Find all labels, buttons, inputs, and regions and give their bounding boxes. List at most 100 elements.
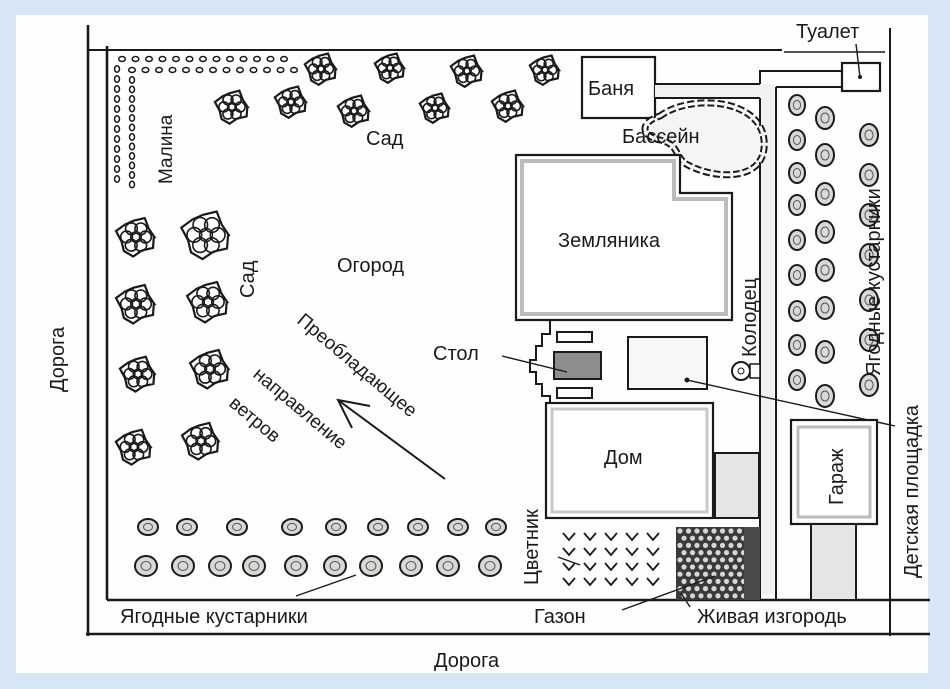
toilet-label: Туалет xyxy=(796,21,859,43)
bench-bottom xyxy=(556,387,593,399)
lawn-label: Газон xyxy=(534,606,586,628)
shrub-icon xyxy=(815,143,835,167)
house-label: Дом xyxy=(604,447,643,469)
flower-icon xyxy=(646,547,660,557)
raspberry-icon xyxy=(181,66,191,74)
strawberry-bed-outline xyxy=(514,153,734,322)
shrub-icon xyxy=(134,555,158,577)
raspberry-icon xyxy=(128,85,136,94)
shrub-icon xyxy=(788,94,806,116)
raspberry-icon xyxy=(113,145,121,153)
garage-label: Гараж xyxy=(826,448,848,505)
tree-icon xyxy=(303,52,339,87)
shrub-icon xyxy=(815,258,835,282)
flower-icon xyxy=(583,532,597,542)
shrub-icon xyxy=(788,369,806,391)
raspberry-icon xyxy=(117,55,127,63)
raspberry-icon xyxy=(113,95,121,103)
shrub-icon xyxy=(226,518,248,536)
raspberry-icon xyxy=(158,55,167,63)
shrub-icon xyxy=(859,123,879,147)
pool-label: Бассейн xyxy=(622,126,700,148)
left-road-label: Дорога xyxy=(47,326,69,392)
flower-bed xyxy=(562,532,660,587)
shrub-icon xyxy=(407,518,429,536)
tree-icon xyxy=(114,216,157,258)
playground-area xyxy=(627,336,708,390)
patio-edge xyxy=(529,320,551,403)
shrub-icon xyxy=(284,555,308,577)
raspberry-icon xyxy=(252,55,262,63)
shrub-icon xyxy=(815,182,835,206)
flower-icon xyxy=(646,532,660,542)
raspberry-icon xyxy=(171,55,181,63)
orchard-left-label: Сад xyxy=(237,260,259,298)
raspberry-icon xyxy=(266,55,275,63)
raspberry-icon xyxy=(154,66,164,74)
raspberry-icon xyxy=(113,75,121,83)
orchard-trees xyxy=(114,52,562,466)
road-lines xyxy=(86,25,930,636)
table-icon xyxy=(553,351,602,380)
raspberry-icon xyxy=(235,66,245,74)
berry-shrubs-right-label: Ягодные кустарники xyxy=(863,188,885,376)
raspberry-icon xyxy=(195,66,204,74)
shrub-icon xyxy=(788,300,806,322)
shrub-icon xyxy=(815,384,835,408)
flower-icon xyxy=(604,577,618,587)
shrub-icon xyxy=(478,555,502,577)
raspberry-icon xyxy=(262,66,272,74)
shrub-icon xyxy=(367,518,389,536)
shrub-icon xyxy=(859,163,879,187)
wind-direction: Преобладающее направление ветров xyxy=(225,310,446,480)
raspberry-icon xyxy=(128,142,136,151)
shrub-icon xyxy=(359,555,383,577)
raspberry-icon xyxy=(144,55,154,63)
shrub-icon xyxy=(859,373,879,397)
tree-icon xyxy=(213,89,250,126)
well: Колодец xyxy=(731,278,761,381)
shrub-icon xyxy=(208,555,232,577)
flower-icon xyxy=(604,532,618,542)
tree-icon xyxy=(490,89,526,124)
shrub-icon xyxy=(859,288,879,312)
raspberry-icon xyxy=(127,66,137,74)
raspberry-icon xyxy=(212,55,221,63)
vegetable-garden-label: Огород xyxy=(337,255,404,277)
tree-icon xyxy=(449,54,485,89)
raspberry-icon xyxy=(289,66,299,74)
raspberry-icon xyxy=(131,55,140,63)
strawberry-bed: Земляника xyxy=(514,153,734,322)
tree-icon xyxy=(114,428,153,466)
raspberry-icon xyxy=(128,152,136,160)
tree-icon xyxy=(180,421,221,461)
raspberry-icon xyxy=(113,155,121,163)
shrub-icon xyxy=(323,555,347,577)
raspberry-icon xyxy=(113,65,121,73)
raspberry-icon xyxy=(168,66,177,74)
raspberry-icon xyxy=(128,123,136,132)
shrub-icon xyxy=(485,518,507,536)
raspberry-icon xyxy=(141,66,150,74)
raspberry-icon xyxy=(113,125,121,133)
shrub-icon xyxy=(399,555,423,577)
playground-label: Детская площадка xyxy=(901,404,923,578)
raspberry-icon xyxy=(113,175,121,183)
flower-icon xyxy=(625,562,639,572)
bench-top xyxy=(556,331,593,343)
raspberry-icon xyxy=(222,66,231,74)
raspberry-icon xyxy=(128,76,136,84)
berry-shrubs-bottom xyxy=(134,518,507,577)
flower-bed-label: Цветник xyxy=(521,509,543,585)
flower-icon xyxy=(646,577,660,587)
bathhouse-building xyxy=(580,55,657,120)
orchard-top-label: Сад xyxy=(366,128,404,150)
raspberry-icon xyxy=(128,161,136,170)
raspberry-icon xyxy=(225,55,235,63)
raspberry-icon xyxy=(128,171,136,179)
tree-icon xyxy=(528,54,562,87)
raspberry-label: Малина xyxy=(156,114,177,184)
berry-shrubs-right xyxy=(788,94,879,408)
raspberry-icon xyxy=(128,133,136,141)
flower-icon xyxy=(562,532,576,542)
